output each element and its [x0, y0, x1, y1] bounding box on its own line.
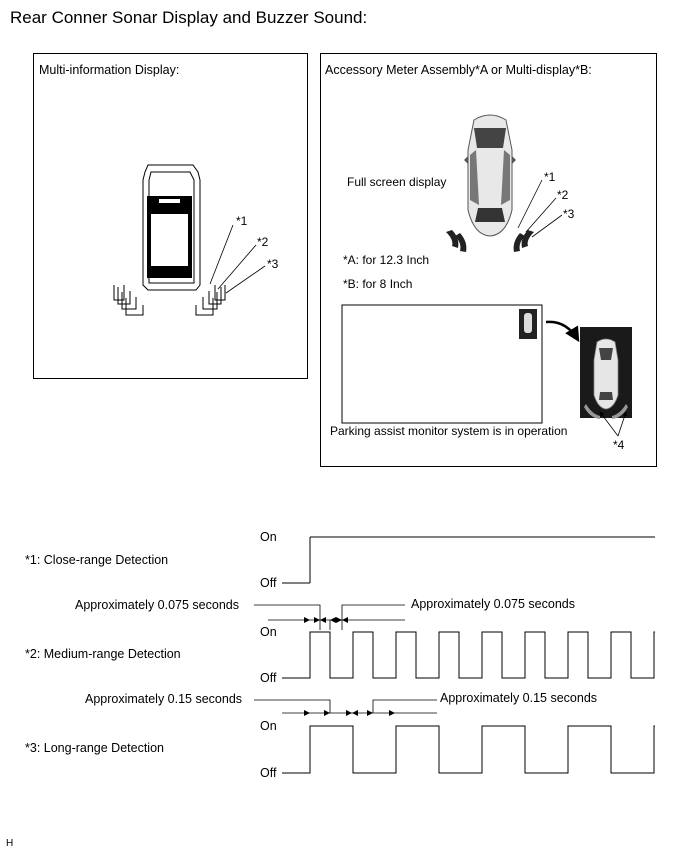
- page-title: Rear Conner Sonar Display and Buzzer Sou…: [10, 8, 368, 27]
- enlarged-car-panel: [580, 327, 632, 419]
- accessory-meter-label: Accessory Meter Assembly*A or Multi-disp…: [325, 63, 592, 77]
- full-screen-callout-2: *2: [557, 188, 569, 202]
- full-screen-callout-1: *1: [544, 170, 556, 184]
- callout-4: *4: [613, 438, 625, 452]
- close-range-label: *1: Close-range Detection: [25, 553, 169, 567]
- display-screen: [341, 304, 543, 424]
- mid-callout-1: *1: [236, 214, 248, 228]
- full-screen-sonar-right: [513, 230, 534, 252]
- mid-callout-3: *3: [267, 257, 279, 271]
- long-range-label: *3: Long-range Detection: [25, 741, 164, 755]
- mid-sonar-right: [195, 285, 226, 316]
- multi-information-display-label: Multi-information Display:: [39, 63, 180, 77]
- long-interval-arrows: [304, 710, 395, 716]
- close-range-off-label: Off: [260, 576, 277, 590]
- corner-mark: H: [6, 838, 14, 849]
- mid-sonar-left: [113, 285, 144, 316]
- medium-interval-right: Approximately 0.075 seconds: [411, 597, 575, 611]
- timing-long-range: [282, 725, 655, 774]
- full-screen-sonar-left: [446, 230, 467, 252]
- long-interval-left: Approximately 0.15 seconds: [85, 692, 243, 706]
- full-screen-car-icon: [464, 114, 516, 237]
- medium-interval-arrows: [304, 617, 348, 623]
- timing-close-range: [282, 536, 655, 584]
- medium-range-on-label: On: [260, 625, 277, 639]
- long-range-on-label: On: [260, 719, 277, 733]
- mid-callout-lines: [209, 224, 266, 294]
- long-interval-dimension: [254, 699, 437, 714]
- mid-car-icon: [142, 164, 201, 291]
- zoom-arrow: [545, 320, 580, 343]
- mid-callout-2: *2: [257, 235, 269, 249]
- mini-car-thumbnail: [519, 309, 537, 339]
- medium-range-off-label: Off: [260, 671, 277, 685]
- note-b: *B: for 8 Inch: [343, 277, 413, 291]
- long-interval-right: Approximately 0.15 seconds: [440, 691, 598, 705]
- status-text: Parking assist monitor system is in oper…: [330, 424, 568, 438]
- full-screen-callout-lines: [517, 179, 563, 238]
- full-screen-callout-3: *3: [563, 207, 575, 221]
- multi-information-display-panel: Multi-information Display:: [33, 53, 308, 379]
- timing-medium-range: [282, 631, 655, 679]
- medium-range-label: *2: Medium-range Detection: [25, 647, 181, 661]
- full-screen-label: Full screen display: [347, 175, 447, 189]
- medium-interval-left: Approximately 0.075 seconds: [75, 598, 239, 612]
- note-a: *A: for 12.3 Inch: [343, 253, 430, 267]
- close-range-on-label: On: [260, 530, 277, 544]
- callout-4-lines: [599, 411, 628, 437]
- long-range-off-label: Off: [260, 766, 277, 780]
